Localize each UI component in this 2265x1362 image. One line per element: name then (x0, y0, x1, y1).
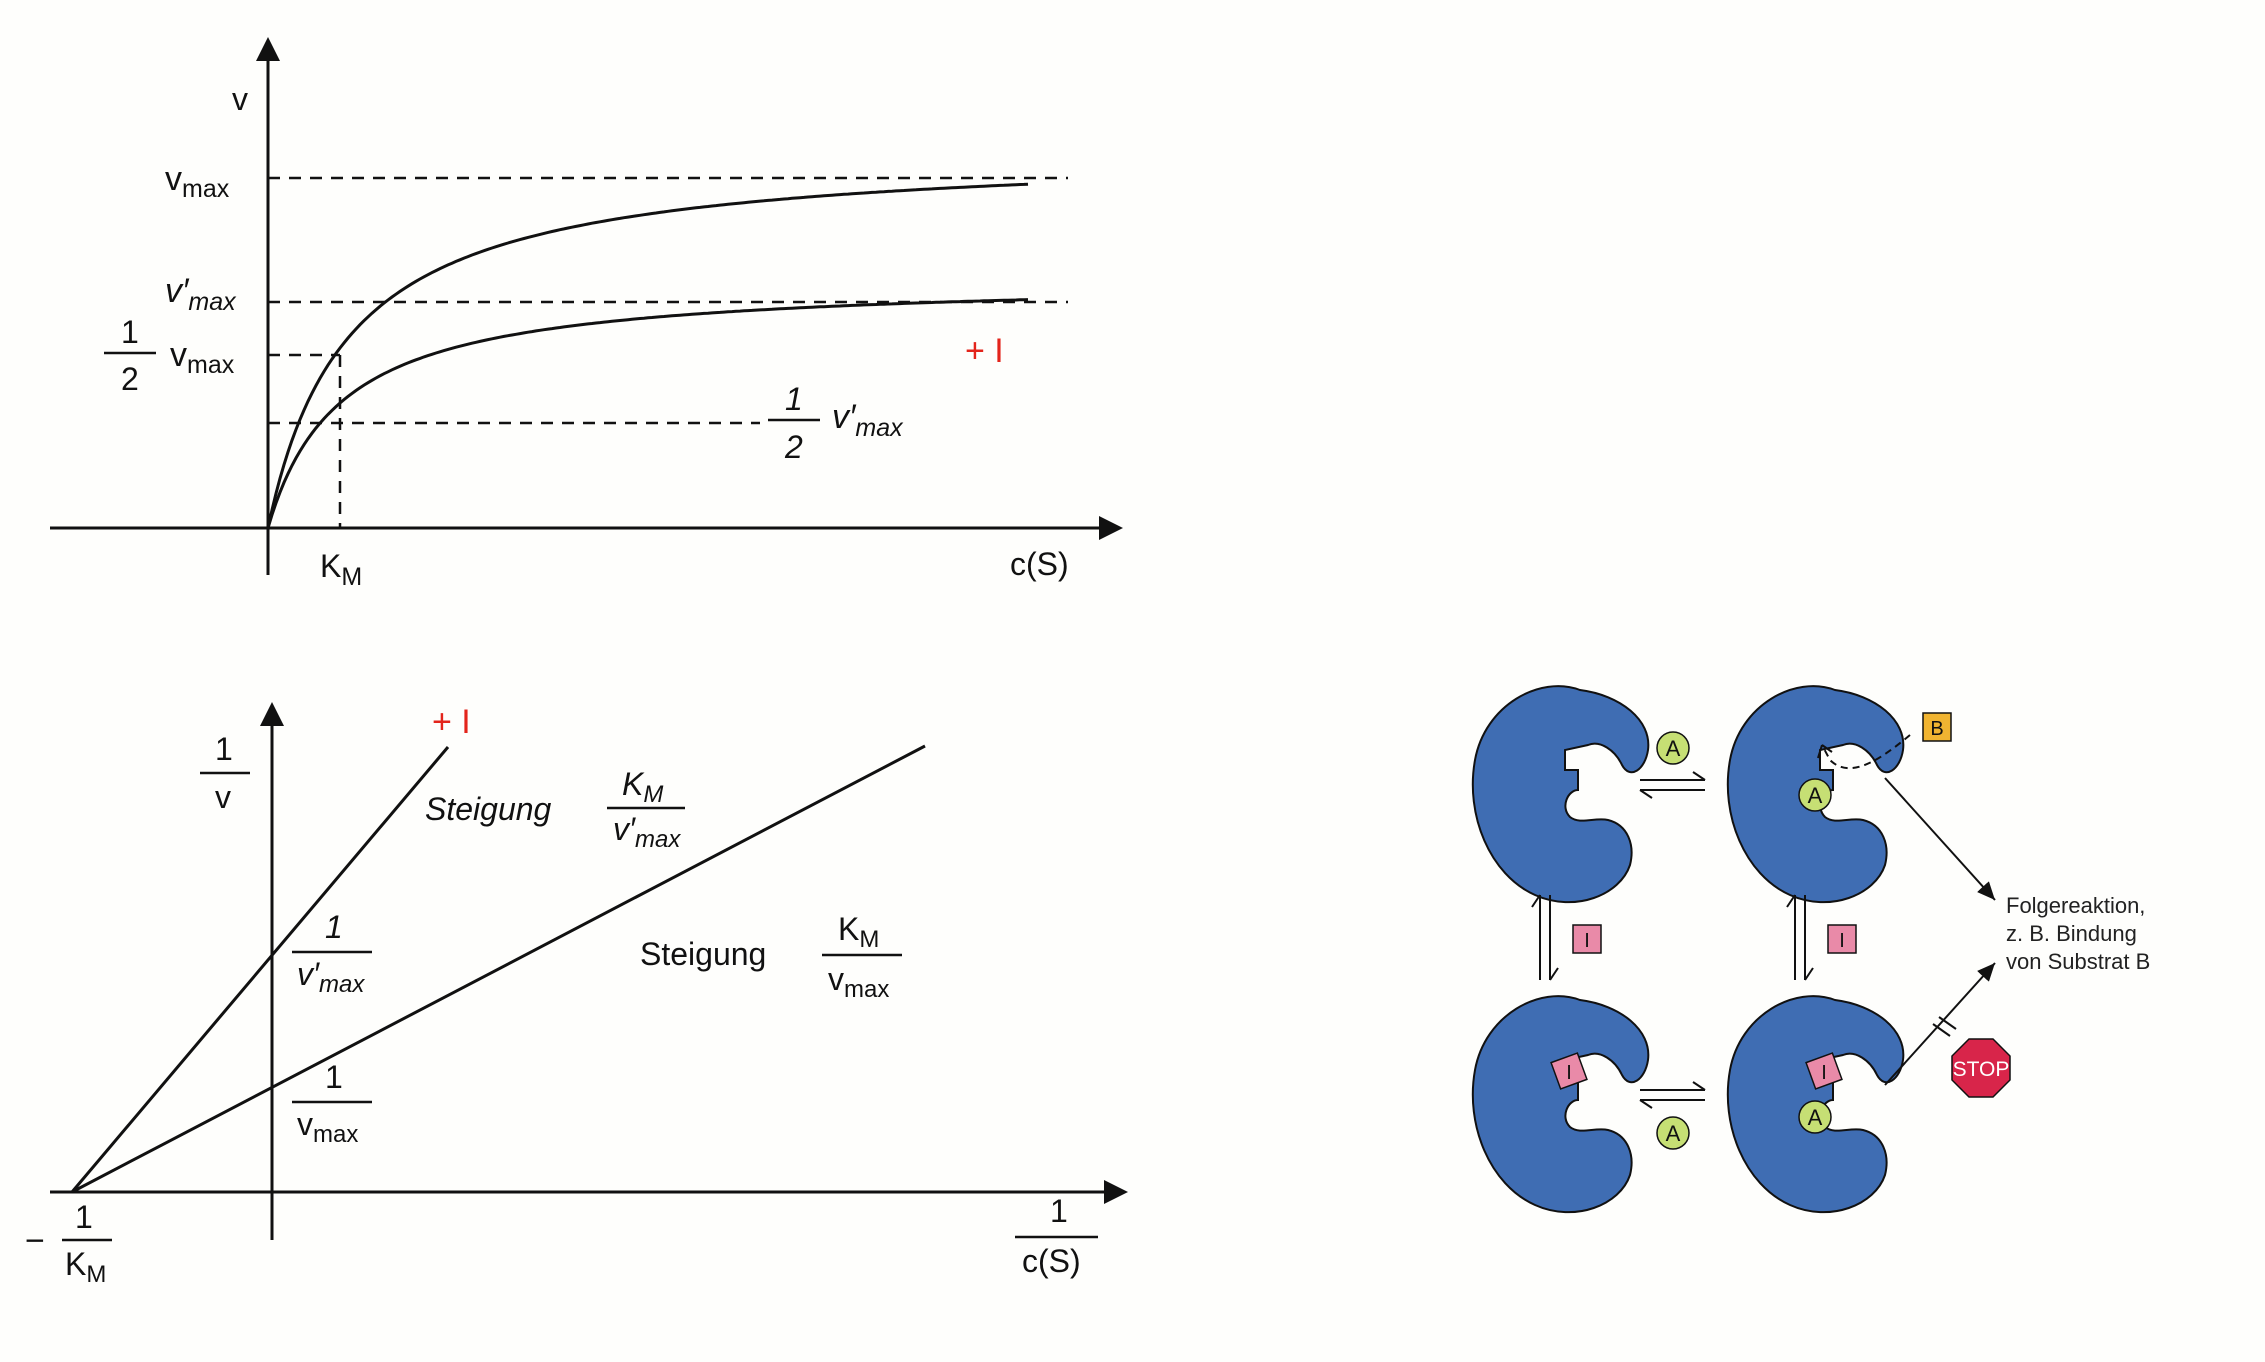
substrate-b-marker (1922, 712, 1952, 742)
svg-text:2: 2 (121, 361, 139, 397)
substrate-a-marker (1798, 778, 1832, 812)
svg-text:I: I (1566, 1062, 1572, 1084)
svg-text:1: 1 (785, 381, 803, 417)
svg-text:v′max: v′max (832, 398, 904, 442)
svg-text:−: − (25, 1222, 45, 1260)
svg-text:STOP: STOP (1953, 1058, 2010, 1081)
svg-text:1: 1 (1050, 1193, 1068, 1229)
y-axis-label: v (232, 81, 248, 117)
slope-label: Steigung KM vmax (640, 911, 902, 1003)
svg-text:2: 2 (784, 429, 803, 465)
vmax-inhib-label: v′max (165, 272, 237, 316)
svg-text:A: A (1666, 736, 1681, 761)
equilibrium-arrows-right: I (1786, 894, 1857, 981)
inhibitor-marker (1805, 1052, 1843, 1090)
equilibrium-arrows-bottom: A (1639, 1081, 1706, 1150)
svg-text:1: 1 (121, 314, 139, 350)
svg-text:1: 1 (325, 1059, 343, 1095)
enzyme-mechanism-diagram: A I I A A (1471, 685, 2150, 1214)
svg-text:Steigung: Steigung (640, 936, 766, 972)
enzyme-with-inhibitor-and-a: I A (1726, 995, 1905, 1214)
svg-text:v′max: v′max (297, 956, 365, 998)
svg-text:I: I (1821, 1062, 1827, 1084)
svg-text:A: A (1808, 1105, 1823, 1130)
equilibrium-arrows-left: I (1531, 894, 1602, 981)
inhibitor-label: + I (965, 332, 1004, 370)
svg-text:I: I (1584, 930, 1590, 952)
enzyme-free (1471, 685, 1650, 904)
follow-up-arrow (1884, 777, 1996, 901)
svg-text:KM: KM (65, 1246, 106, 1288)
slope-inhib-label: Steigung KM v′max (425, 766, 685, 853)
vmax-label: vmax (165, 160, 230, 203)
svg-text:A: A (1808, 783, 1823, 808)
svg-text:vmax: vmax (297, 1106, 358, 1148)
enzyme-with-inhibitor: I (1471, 995, 1650, 1214)
michaelis-menten-plot: v c(S) vmax v′max 1 2 vmax 1 2 v′max KM … (50, 37, 1123, 591)
svg-text:A: A (1666, 1121, 1681, 1146)
svg-text:Folgereaktion,: Folgereaktion, (2006, 893, 2145, 918)
svg-text:1: 1 (215, 731, 233, 767)
svg-text:1: 1 (75, 1199, 93, 1235)
lb-x-axis-label: 1 c(S) (1015, 1193, 1098, 1279)
uninhibited-curve (266, 182, 1029, 529)
intercept-label: 1 vmax (292, 1059, 372, 1148)
lineweaver-burk-plot: 1 v 1 c(S) − 1 KM + I Steigung KM v′max … (25, 702, 1128, 1288)
svg-text:KM: KM (838, 911, 879, 953)
inhibited-line (70, 746, 450, 1193)
x-axis-label: c(S) (1010, 546, 1069, 582)
equilibrium-arrows-top: A (1639, 731, 1706, 799)
svg-text:vmax: vmax (170, 336, 235, 379)
svg-text:Steigung: Steigung (425, 791, 552, 827)
uninhibited-line (71, 744, 926, 1194)
half-vmax-inhib-label: 1 2 v′max (768, 381, 904, 465)
lb-y-axis-label: 1 v (200, 731, 250, 815)
svg-text:B: B (1930, 718, 1943, 740)
svg-text:von Substrat B: von Substrat B (2006, 949, 2150, 974)
intercept-inhib-label: 1 v′max (292, 909, 372, 998)
blocked-arrow (1884, 962, 1996, 1086)
lb-inhibitor-label: + I (432, 703, 471, 741)
substrate-b-binding: B (1817, 712, 1952, 770)
half-vmax-label: 1 2 vmax (104, 314, 235, 397)
svg-text:z. B. Bindung: z. B. Bindung (2006, 921, 2137, 946)
svg-text:c(S): c(S) (1022, 1243, 1081, 1279)
substrate-a-marker (1798, 1100, 1832, 1134)
svg-text:vmax: vmax (828, 961, 889, 1003)
svg-text:v: v (215, 779, 231, 815)
follow-up-reaction-label: Folgereaktion, z. B. Bindung von Substra… (2006, 893, 2150, 974)
km-label: KM (320, 548, 362, 591)
svg-text:KM: KM (622, 766, 663, 808)
enzyme-with-substrate-a: A (1726, 685, 1905, 904)
stop-sign-icon: STOP (1951, 1038, 2011, 1098)
svg-text:v′max: v′max (613, 811, 681, 853)
svg-text:1: 1 (325, 909, 343, 945)
neg-inverse-km-label: − 1 KM (25, 1199, 112, 1288)
svg-text:I: I (1839, 930, 1845, 952)
inhibitor-marker (1550, 1052, 1588, 1090)
inhibited-curve (266, 298, 1029, 529)
